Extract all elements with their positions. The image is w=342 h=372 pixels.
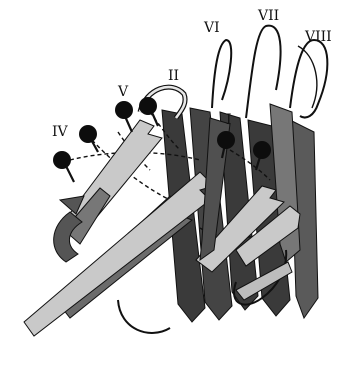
loop-bottom <box>118 300 170 333</box>
loop-viii <box>290 40 327 118</box>
label-i: I <box>226 112 232 128</box>
marker-sphere <box>253 141 271 159</box>
marker-sphere <box>115 101 133 119</box>
marker-sphere <box>217 131 235 149</box>
marker-sphere <box>53 151 71 169</box>
loop-vii <box>246 26 281 118</box>
marker-sphere <box>139 97 157 115</box>
label-vii: VII <box>257 8 279 24</box>
label-vi: VI <box>203 20 220 36</box>
label-viii: VIII <box>304 29 332 45</box>
label-ii: II <box>168 68 179 84</box>
label-iv: IV <box>52 124 69 140</box>
marker-sphere <box>79 125 97 143</box>
label-v: V <box>117 84 129 100</box>
loop-vi <box>212 40 231 108</box>
